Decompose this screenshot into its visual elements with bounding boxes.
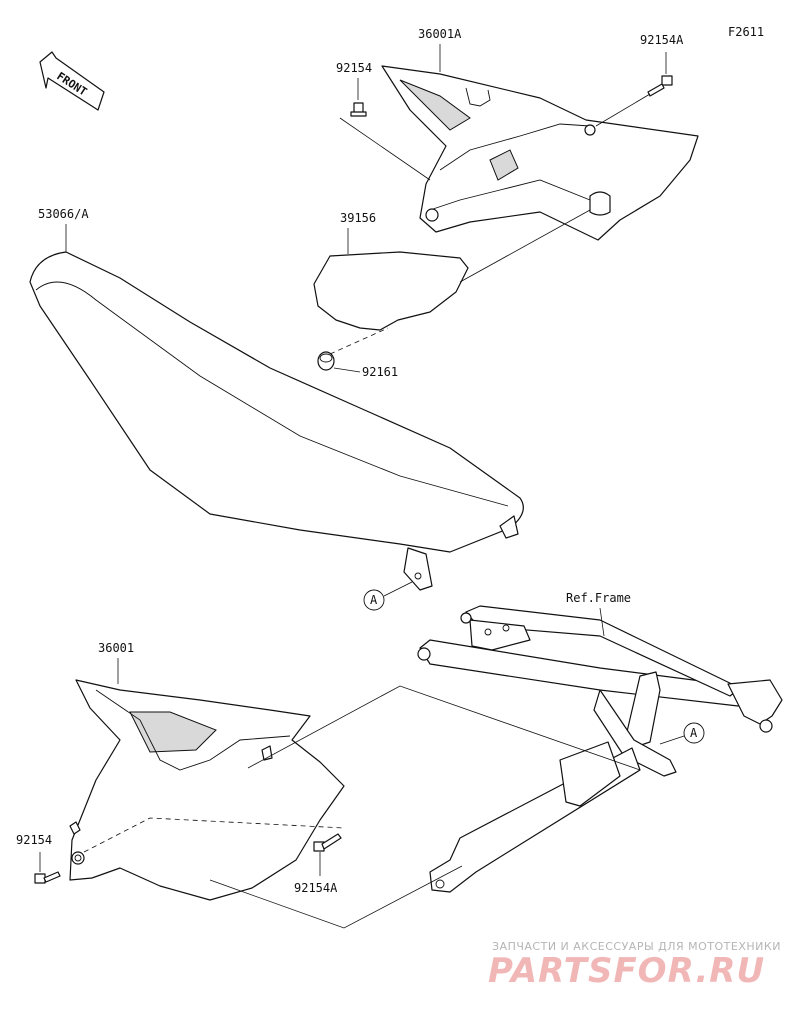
label-side-cover-left: 36001 — [98, 641, 134, 655]
bolt-icon — [34, 871, 61, 884]
label-bolt-bottom-right: 92154A — [294, 881, 338, 895]
callout-a-frame: A — [683, 722, 705, 744]
label-ref-frame: Ref.Frame — [566, 591, 631, 605]
front-arrow-icon: FRONT — [39, 51, 105, 111]
label-seat: 53066/A — [38, 207, 89, 221]
label-bolt-top-left: 92154 — [336, 61, 372, 75]
svg-text:A: A — [370, 593, 378, 607]
label-bolt-bottom-left: 92154 — [16, 833, 52, 847]
side-cover-left-part — [69, 679, 345, 901]
callout-a-seat: A — [363, 589, 385, 611]
bolt-icon — [313, 833, 342, 852]
damper-icon — [317, 351, 335, 371]
bolt-icon — [350, 102, 367, 117]
label-damper: 92161 — [362, 365, 398, 379]
rear-frame-part — [417, 605, 783, 893]
diagram-id: F2611 — [728, 25, 764, 39]
bolt-icon — [647, 75, 673, 97]
label-side-cover-right: 36001A — [418, 27, 462, 41]
label-pad: 39156 — [340, 211, 376, 225]
side-cover-right-part — [381, 65, 699, 241]
seat-part — [29, 251, 524, 591]
label-bolt-top-right: 92154A — [640, 33, 684, 47]
pad-part — [313, 251, 469, 331]
watermark-brand: PARTSFOR.RU — [488, 951, 765, 991]
svg-text:A: A — [690, 726, 698, 740]
watermark-tagline: ЗАПЧАСТИ И АКСЕССУАРЫ ДЛЯ МОТОТЕХНИКИ — [492, 940, 781, 953]
